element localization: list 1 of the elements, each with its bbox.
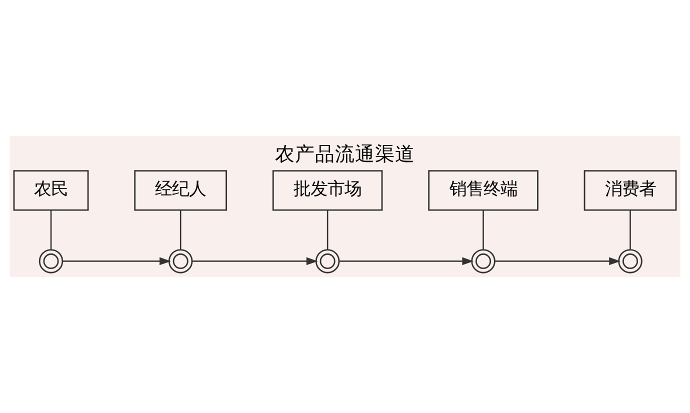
diagram-title: 农产品流通渠道 (275, 142, 415, 166)
